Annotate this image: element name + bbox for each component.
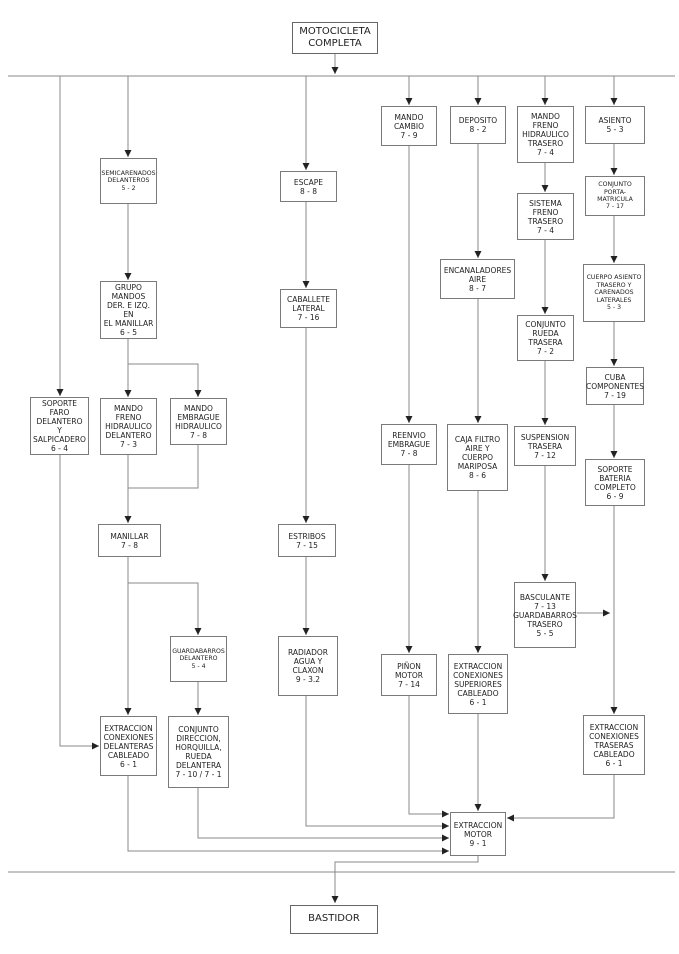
box-pinon[interactable]: PIÑON MOTOR 7 - 14: [381, 654, 437, 696]
connector-line: [128, 582, 202, 635]
box-suspension[interactable]: SUSPENSION TRASERA 7 - 12: [514, 426, 576, 466]
connector-line: [59, 455, 99, 750]
box-estribos[interactable]: ESTRIBOS 7 - 15: [278, 524, 336, 557]
box-caballete[interactable]: CABALLETE LATERAL 7 - 16: [280, 289, 337, 328]
box-extraccion-traseras[interactable]: EXTRACCION CONEXIONES TRASERAS CABLEADO …: [583, 715, 645, 775]
box-asiento[interactable]: ASIENTO 5 - 3: [585, 106, 645, 144]
box-extraccion-superiores[interactable]: EXTRACCION CONEXIONES SUPERIORES CABLEAD…: [448, 654, 508, 714]
connector-line: [128, 363, 202, 397]
box-radiador[interactable]: RADIADOR AGUA Y CLAXON 9 - 3.2: [278, 636, 338, 696]
connector-line: [331, 856, 479, 903]
box-guardabarros-delantero[interactable]: GUARDABARROS DELANTERO 5 - 4: [170, 636, 227, 682]
box-deposito[interactable]: DEPOSITO 8 - 2: [450, 106, 506, 144]
connector-line: [408, 696, 449, 818]
box-mando-freno-delantero[interactable]: MANDO FRENO HIDRAULICO DELANTERO 7 - 3: [100, 398, 157, 455]
connector-line: [197, 788, 449, 842]
connector-line: [128, 445, 199, 489]
box-manillar[interactable]: MANILLAR 7 - 8: [98, 524, 161, 557]
box-reenvio[interactable]: REENVIO EMBRAGUE 7 - 8: [381, 424, 437, 465]
box-conjunto-direccion[interactable]: CONJUNTO DIRECCION, HORQUILLA, RUEDA DEL…: [168, 716, 229, 788]
box-soporte-bateria[interactable]: SOPORTE BATERIA COMPLETO 6 - 9: [585, 459, 645, 506]
box-mando-embrague[interactable]: MANDO EMBRAGUE HIDRAULICO 7 - 8: [170, 398, 227, 445]
box-basculante[interactable]: BASCULANTE 7 - 13 GUARDABARROS TRASERO 5…: [513, 582, 577, 648]
box-encanaladores[interactable]: ENCANALADORES AIRE 8 - 7: [440, 259, 515, 299]
box-soporte-faro[interactable]: SOPORTE FARO DELANTERO Y SALPICADERO 6 -…: [30, 397, 89, 455]
connector-line: [305, 696, 449, 830]
connector-line: [127, 776, 449, 855]
box-grupo-mandos[interactable]: GRUPO MANDOS DER. E IZQ. EN EL MANILLAR …: [100, 281, 157, 339]
box-mando-cambio[interactable]: MANDO CAMBIO 7 - 9: [381, 106, 437, 146]
box-cuerpo-asiento[interactable]: CUERPO ASIENTO TRASERO Y CARENADOS LATER…: [583, 264, 645, 322]
box-conjunto-rueda[interactable]: CONJUNTO RUEDA TRASERA 7 - 2: [517, 315, 574, 361]
box-portamatricula[interactable]: CONJUNTO PORTA- MATRICULA 7 - 17: [585, 176, 645, 216]
box-escape[interactable]: ESCAPE 8 - 8: [280, 171, 337, 202]
box-extraccion-delanteras[interactable]: EXTRACCION CONEXIONES DELANTERAS CABLEAD…: [100, 716, 157, 776]
bottom-box-bastidor[interactable]: BASTIDOR: [290, 905, 378, 934]
box-semicarenados[interactable]: SEMICARENADOS DELANTEROS 5 - 2: [100, 158, 157, 204]
box-extraccion-motor[interactable]: EXTRACCION MOTOR 9 - 1: [450, 812, 506, 856]
box-caja-filtro[interactable]: CAJA FILTRO AIRE Y CUERPO MARIPOSA 8 - 6: [447, 424, 508, 491]
top-box-motocicleta-completa[interactable]: MOTOCICLETA COMPLETA: [292, 22, 378, 54]
connector-line: [507, 775, 615, 822]
box-mando-freno-trasero[interactable]: MANDO FRENO HIDRAULICO TRASERO 7 - 4: [517, 106, 574, 163]
box-cuba[interactable]: CUBA COMPONENTES 7 - 19: [586, 367, 644, 405]
box-sistema-freno[interactable]: SISTEMA FRENO TRASERO 7 - 4: [517, 193, 574, 240]
